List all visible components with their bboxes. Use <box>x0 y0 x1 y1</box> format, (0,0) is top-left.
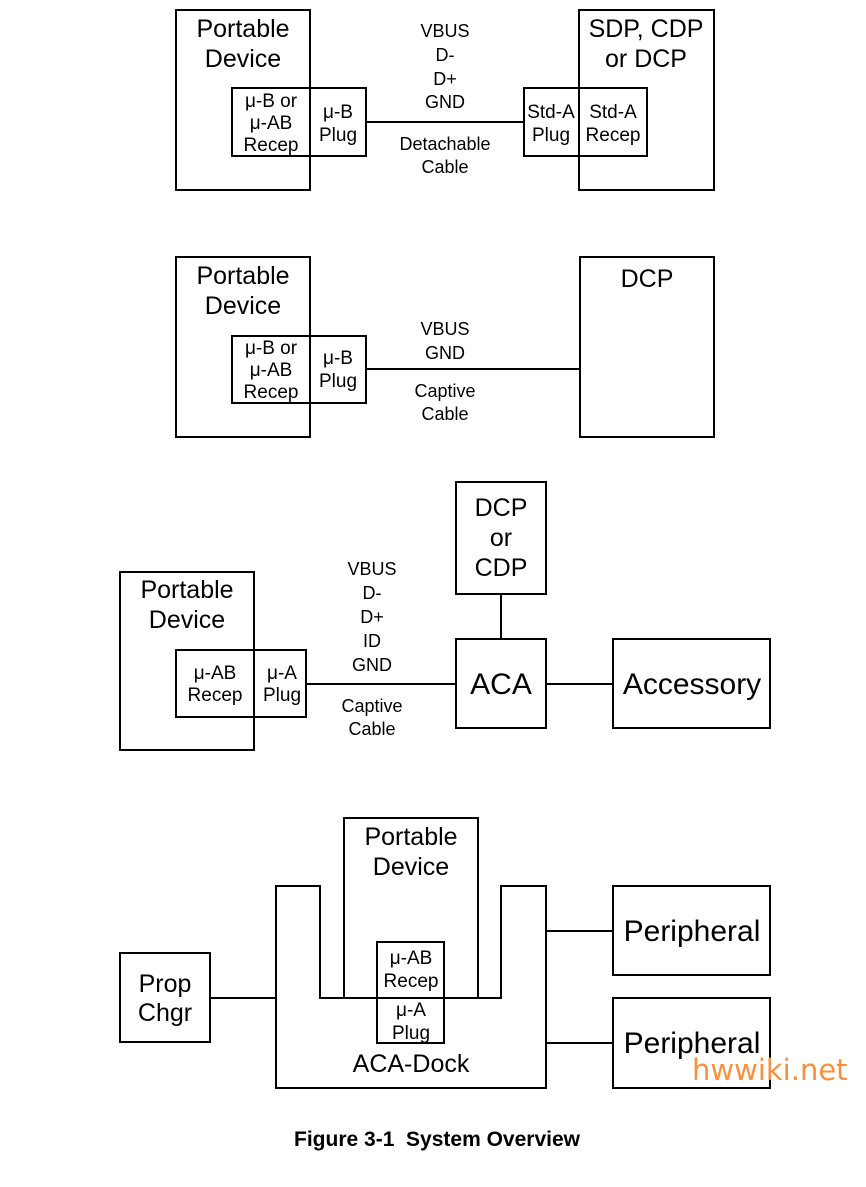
signal-label: GND <box>352 655 392 675</box>
peripheral-label: Peripheral <box>624 915 761 948</box>
signal-label: VBUS <box>420 21 469 41</box>
aca-label: ACA <box>470 668 532 701</box>
diagram-aca-dock: ACA-Dock Portable Device μ-AB Recep μ-A … <box>119 817 771 1089</box>
prop-charger-label: Prop <box>139 970 192 998</box>
portable-device-box <box>343 817 479 998</box>
receptacle-label: μ-AB <box>390 948 433 969</box>
plug-label: μ-B <box>323 348 353 369</box>
signal-label: ID <box>363 631 381 651</box>
accessory-label: Accessory <box>623 668 761 701</box>
host-plug-label: Plug <box>532 125 570 146</box>
receptacle-label: μ-B or <box>245 338 298 359</box>
aca-dock-box <box>275 885 547 1089</box>
peripheral-box <box>612 885 771 976</box>
receptacle-label: Recep <box>244 135 299 156</box>
plug-label: Plug <box>319 125 357 146</box>
host-recep-label: Std-A <box>589 102 637 123</box>
signal-label: VBUS <box>420 319 469 339</box>
peripheral-box <box>612 997 771 1089</box>
receptacle-label: Recep <box>244 382 299 403</box>
host-recep-label: Recep <box>586 125 641 146</box>
cable-type-label: Cable <box>421 404 468 424</box>
dcp-box <box>579 256 715 438</box>
aca-box <box>455 638 547 729</box>
portable-device-label: Device <box>149 606 225 634</box>
cable-type-label: Cable <box>348 719 395 739</box>
diagram-aca: Portable Device μ-AB Recep μ-A Plug VBUS… <box>119 481 771 751</box>
watermark-text: hwwiki.net <box>692 1053 848 1087</box>
portable-device-box <box>175 256 311 438</box>
cable-type-label: Captive <box>341 696 402 716</box>
aca-dock-label: ACA-Dock <box>353 1050 470 1078</box>
receptacle-label: Recep <box>384 971 439 992</box>
portable-device-label: Portable <box>140 576 233 604</box>
std-a-connector-box <box>523 87 648 157</box>
plug-label: Plug <box>392 1023 430 1044</box>
plug-label: Plug <box>319 371 357 392</box>
signal-label: GND <box>425 92 465 112</box>
host-plug-label: Std-A <box>527 102 575 123</box>
diagram-captive-cable-dcp: Portable Device μ-B or μ-AB Recep μ-B Pl… <box>175 256 715 438</box>
cable-type-label: Captive <box>414 381 475 401</box>
signal-label: D- <box>436 45 455 65</box>
cable-type-label: Cable <box>421 157 468 177</box>
peripheral-label: Peripheral <box>624 1027 761 1060</box>
portable-device-label: Device <box>205 45 281 73</box>
cable-type-label: Detachable <box>399 134 490 154</box>
dcp-or-cdp-box <box>455 481 547 595</box>
portable-device-label: Portable <box>364 823 457 851</box>
portable-device-label: Portable <box>196 262 289 290</box>
prop-charger-label: Chgr <box>138 999 192 1027</box>
portable-device-box <box>119 571 255 751</box>
signal-label: D- <box>363 583 382 603</box>
portable-device-box <box>175 9 311 191</box>
host-label: SDP, CDP <box>589 15 704 43</box>
portable-device-label: Device <box>373 853 449 881</box>
plug-label: Plug <box>263 685 301 706</box>
plug-label: μ-A <box>396 1000 426 1021</box>
dcp-label: DCP <box>621 265 674 293</box>
plug-label: μ-A <box>267 663 297 684</box>
signal-label: D+ <box>360 607 384 627</box>
plug-label: μ-B <box>323 102 353 123</box>
receptacle-label: μ-AB <box>250 113 293 134</box>
receptacle-label: Recep <box>188 685 243 706</box>
figure-caption: Figure 3-1 System Overview <box>294 1128 581 1151</box>
connector-box <box>376 941 445 1044</box>
portable-device-label: Device <box>205 292 281 320</box>
signal-label: VBUS <box>347 559 396 579</box>
prop-charger-box <box>119 952 211 1043</box>
diagram-detachable-cable: Portable Device μ-B or μ-AB Recep μ-B Pl… <box>175 9 715 191</box>
receptacle-label: μ-B or <box>245 91 298 112</box>
signal-label: GND <box>425 343 465 363</box>
receptacle-label: μ-AB <box>250 360 293 381</box>
accessory-box <box>612 638 771 729</box>
charger-label: DCP <box>475 494 528 522</box>
host-label: or DCP <box>605 45 687 73</box>
portable-device-label: Portable <box>196 15 289 43</box>
charger-label: or <box>490 524 512 552</box>
signal-label: D+ <box>433 69 457 89</box>
charger-label: CDP <box>475 554 528 582</box>
receptacle-label: μ-AB <box>194 663 237 684</box>
